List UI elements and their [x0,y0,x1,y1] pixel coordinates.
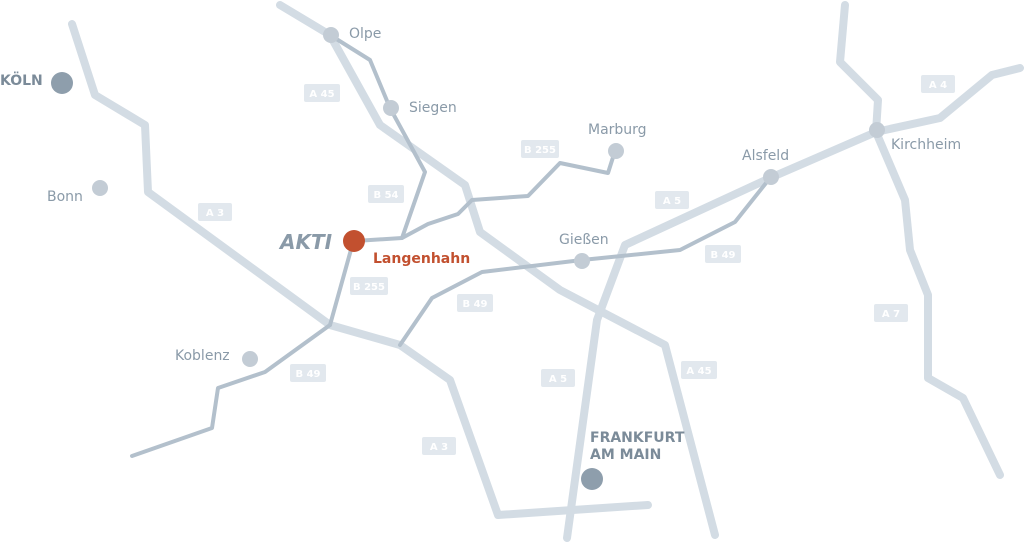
city-dot [92,180,108,196]
city-label: Alsfeld [742,148,789,164]
major-city-dot [51,72,73,94]
city-label: Bonn [47,189,83,205]
road-badge-label: A 45 [686,366,711,377]
city-alsfeld: Alsfeld [742,148,789,185]
city-frankfurt: FRANKFURT AM MAIN [581,430,685,490]
road-badge-a45-south: A 45 [681,361,717,379]
city-label: KÖLN [0,71,43,89]
road-badge-a7: A 7 [874,304,908,322]
highway-a4 [872,64,1024,136]
road-badge-label: A 7 [882,309,900,320]
city-label-line1: FRANKFURT [590,430,685,446]
city-label: Gießen [559,232,609,248]
road-badge-label: A 3 [430,442,448,453]
city-bonn: Bonn [47,180,108,205]
city-dot [323,27,339,43]
road-badge-b49-east: B 49 [705,245,741,263]
city-dot [869,122,885,138]
major-city-dot [581,468,603,490]
city-kirchheim: Kirchheim [869,122,961,153]
road-badge-a5-north: A 5 [655,191,689,209]
hq-label: Langenhahn [373,251,470,267]
city-giessen: Gießen [559,232,609,269]
road-badge-a3-west: A 3 [198,203,232,221]
akti-logo: AKTI [278,230,333,254]
road-badge-label: B 49 [710,250,735,261]
road-badge-label: B 54 [373,190,398,201]
road-b255-south [328,244,354,327]
road-badge-b255-south: B 255 [350,277,388,295]
road-badge-label: B 49 [462,299,487,310]
city-dot [574,253,590,269]
city-dot [763,169,779,185]
road-badge-label: A 3 [206,208,224,219]
road-badge-a4: A 4 [921,75,955,93]
city-label: Kirchheim [891,137,961,153]
road-badge-label: B 49 [295,369,320,380]
city-dot [383,100,399,116]
road-b255-north [353,149,617,243]
city-label-line2: AM MAIN [590,447,661,463]
road-badge-a5-south: A 5 [541,369,575,387]
city-olpe: Olpe [323,26,381,43]
city-label: Marburg [588,122,647,138]
road-badge-label: A 45 [309,89,334,100]
highway-a45 [276,1,719,539]
road-badge-b255-north: B 255 [521,140,559,158]
highway-a7 [836,1,1004,479]
city-label: Siegen [409,100,457,116]
city-dot [242,351,258,367]
road-badge-a45-north: A 45 [304,84,340,102]
road-badge-b49-middle: B 49 [457,294,493,312]
hq-dot [343,230,365,252]
city-label: Koblenz [175,348,230,364]
city-dot [608,143,624,159]
hq-langenhahn: AKTI Langenhahn [278,230,470,267]
road-b49-west [130,323,332,458]
road-badge-b54: B 54 [368,185,404,203]
road-badge-label: A 5 [549,374,567,385]
highway-a5 [563,128,880,542]
road-badge-label: A 5 [663,196,681,207]
road-badge-label: B 255 [524,145,556,156]
city-label: Olpe [349,26,381,42]
highway-a3 [68,20,652,519]
city-koeln: KÖLN [0,71,73,94]
city-marburg: Marburg [588,122,647,159]
road-badge-b49-west: B 49 [290,364,326,382]
city-koblenz: Koblenz [175,348,258,367]
road-badge-label: A 4 [929,80,947,91]
road-badge-label: B 255 [353,282,385,293]
road-badge-a3-south: A 3 [422,437,456,455]
city-siegen: Siegen [383,100,457,116]
